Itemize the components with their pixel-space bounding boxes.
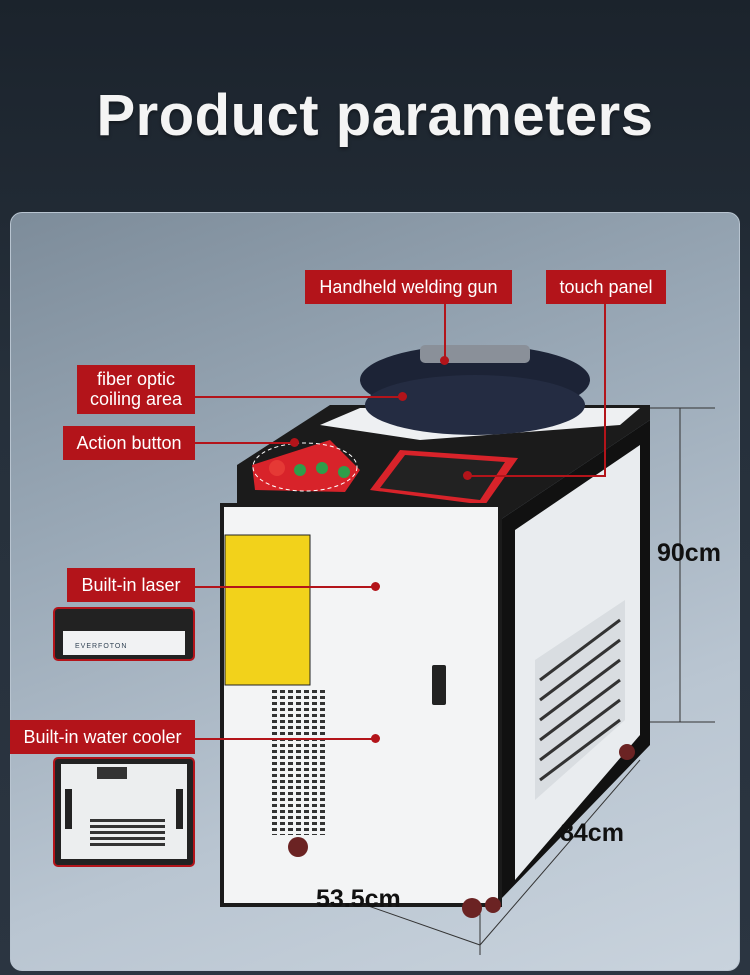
leader-dot bbox=[290, 438, 299, 447]
label-fiber-line2: coiling area bbox=[89, 389, 183, 409]
laser-thumbnail: EVERFOTON bbox=[53, 607, 195, 661]
leader-dot bbox=[371, 582, 380, 591]
front-vent bbox=[270, 690, 325, 835]
leader-dot bbox=[440, 356, 449, 365]
dimension-height: 90cm bbox=[657, 539, 721, 567]
water-cooler-thumbnail bbox=[53, 757, 195, 867]
leader-line bbox=[195, 586, 375, 588]
leader-line bbox=[604, 304, 606, 476]
label-welding-gun: Handheld welding gun bbox=[305, 270, 512, 304]
welding-gun bbox=[420, 345, 530, 363]
leader-line bbox=[195, 442, 293, 444]
dimension-width: 53.5cm bbox=[316, 885, 401, 913]
page-title: Product parameters bbox=[96, 83, 654, 148]
label-touch-panel: touch panel bbox=[546, 270, 666, 304]
touch-screen bbox=[380, 455, 505, 500]
leader-dot bbox=[398, 392, 407, 401]
label-fiber-line1: fiber optic bbox=[96, 369, 176, 389]
label-water-cooler: Built-in water cooler bbox=[10, 720, 195, 754]
laser-brand: EVERFOTON bbox=[75, 643, 128, 650]
label-action-button: Action button bbox=[63, 426, 195, 460]
leader-dot bbox=[371, 734, 380, 743]
leader-line bbox=[444, 304, 446, 359]
side-vent bbox=[535, 600, 625, 800]
leader-dot bbox=[463, 471, 472, 480]
leader-line bbox=[195, 396, 403, 398]
wheel bbox=[288, 837, 308, 857]
dimension-depth: 84cm bbox=[560, 819, 624, 847]
leader-line bbox=[195, 738, 375, 740]
leader-line bbox=[467, 475, 606, 477]
label-fiber-coiling: fiber optic coiling area bbox=[77, 365, 195, 414]
label-built-in-laser: Built-in laser bbox=[67, 568, 195, 602]
door-handle bbox=[432, 665, 446, 705]
warning-label bbox=[224, 534, 311, 686]
emergency-stop-icon bbox=[269, 460, 285, 476]
control-plate bbox=[252, 440, 360, 492]
